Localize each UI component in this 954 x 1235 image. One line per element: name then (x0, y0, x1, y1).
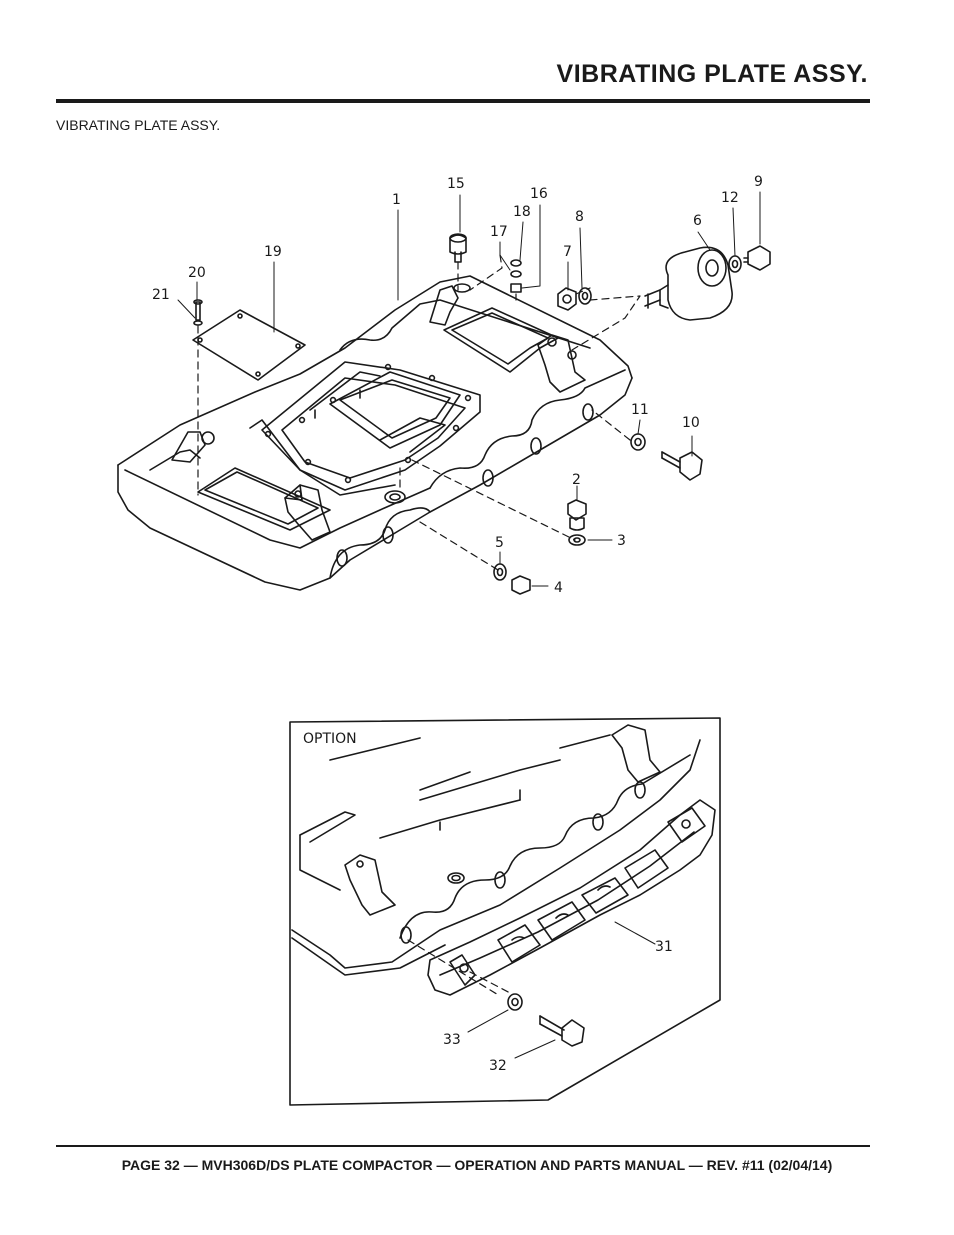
footer-rule (56, 1145, 870, 1147)
callout-1: 1 (392, 192, 401, 208)
callout-6: 6 (693, 213, 702, 229)
callout-9: 9 (754, 174, 763, 190)
callout-7: 7 (563, 244, 572, 260)
section-label: VIBRATING PLATE ASSY. (56, 117, 221, 133)
callout-18: 18 (513, 204, 531, 220)
cover-plate (192, 309, 306, 381)
callout-4: 4 (554, 580, 563, 596)
callout-12: 12 (721, 190, 739, 206)
option-box (289, 717, 721, 1106)
header-rule (56, 99, 870, 103)
filler-cap (449, 233, 467, 263)
page-title: VIBRATING PLATE ASSY. (556, 60, 868, 88)
callout-3: 3 (617, 533, 626, 549)
callout-31: 31 (655, 939, 673, 955)
callout-16: 16 (530, 186, 548, 202)
callout-32: 32 (489, 1058, 507, 1074)
callout-15: 15 (447, 176, 465, 192)
callout-17: 17 (490, 224, 508, 240)
callout-20: 20 (188, 265, 206, 281)
side-bolt (630, 433, 703, 481)
page-footer: PAGE 32 — MVH306D/DS PLATE COMPACTOR — O… (121, 1157, 833, 1173)
drain-plug (567, 499, 587, 546)
option-plate-base (291, 724, 701, 976)
cover-bolt (193, 299, 203, 326)
option-title: OPTION (303, 731, 357, 747)
vibrating-plate-base (117, 275, 633, 591)
mount-nut (557, 287, 592, 311)
plate-bolt (493, 563, 531, 595)
shock-mount (644, 246, 733, 321)
callout-10: 10 (682, 415, 700, 431)
small-parts (510, 259, 522, 293)
callout-2: 2 (572, 472, 581, 488)
callout-21: 21 (152, 287, 170, 303)
callout-19: 19 (264, 244, 282, 260)
callout-5: 5 (495, 535, 504, 551)
callout-33: 33 (443, 1032, 461, 1048)
callout-8: 8 (575, 209, 584, 225)
skid-rail (427, 799, 716, 996)
callout-11: 11 (631, 402, 649, 418)
skid-bolt (507, 993, 585, 1047)
